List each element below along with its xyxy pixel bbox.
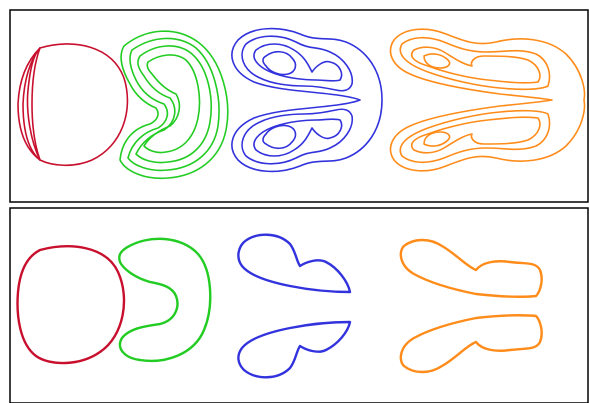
- top-green-contour-4: [144, 55, 200, 153]
- top-red-contour-1: [28, 44, 128, 165]
- top-orange-outer: [391, 29, 585, 171]
- top-orange-upper-2: [412, 47, 540, 83]
- top-blue-butterfly: [232, 29, 382, 172]
- bottom-blue-upper-wing: [238, 235, 350, 292]
- bottom-red-circle: [18, 246, 124, 363]
- bottom-orange-upper-wing: [401, 240, 542, 297]
- top-blue-outer: [232, 29, 382, 172]
- top-blue-lower-2: [254, 119, 342, 156]
- bottom-green-kidney: [119, 239, 210, 361]
- bottom-blue-lower-wing: [238, 322, 350, 377]
- top-orange-lower-2: [412, 117, 540, 153]
- top-green-kidney: [120, 31, 228, 178]
- bottom-orange-lower-wing: [401, 315, 542, 372]
- top-orange-winged: [391, 29, 585, 171]
- top-blue-upper-2: [254, 44, 342, 81]
- panel-top: [10, 10, 588, 202]
- panel-bottom: [10, 208, 588, 403]
- panel-bottom-frame: [10, 208, 588, 403]
- top-red-circle: [18, 44, 127, 165]
